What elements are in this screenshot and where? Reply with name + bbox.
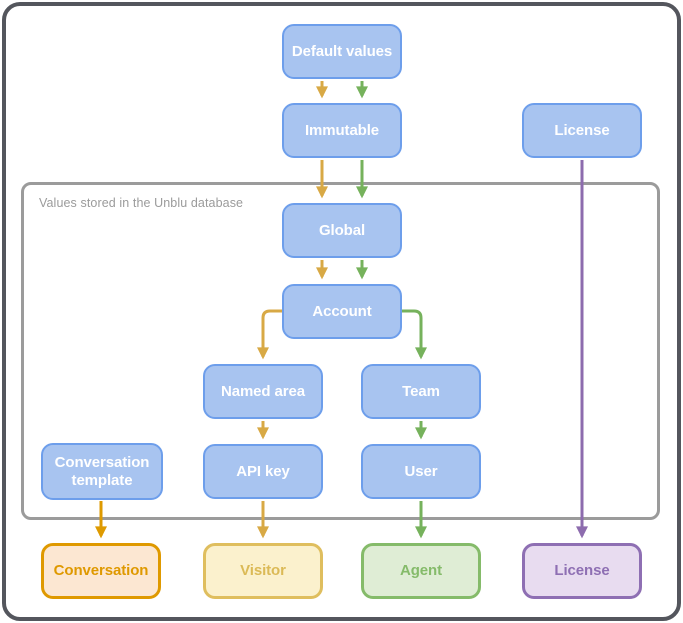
node-global: Global	[282, 203, 402, 258]
unblu-database-container-label: Values stored in the Unblu database	[39, 196, 244, 210]
node-immutable: Immutable	[282, 103, 402, 158]
node-user: User	[361, 444, 481, 499]
node-api-key: API key	[203, 444, 323, 499]
node-conversation-template: Conversation template	[41, 443, 163, 500]
node-license-bottom: License	[522, 543, 642, 599]
node-agent: Agent	[361, 543, 481, 599]
node-conversation: Conversation	[41, 543, 161, 599]
node-default-values: Default values	[282, 24, 402, 79]
unblu-database-container: Values stored in the Unblu database	[21, 182, 660, 520]
node-team: Team	[361, 364, 481, 419]
node-license-top: License	[522, 103, 642, 158]
node-account: Account	[282, 284, 402, 339]
node-visitor: Visitor	[203, 543, 323, 599]
node-named-area: Named area	[203, 364, 323, 419]
